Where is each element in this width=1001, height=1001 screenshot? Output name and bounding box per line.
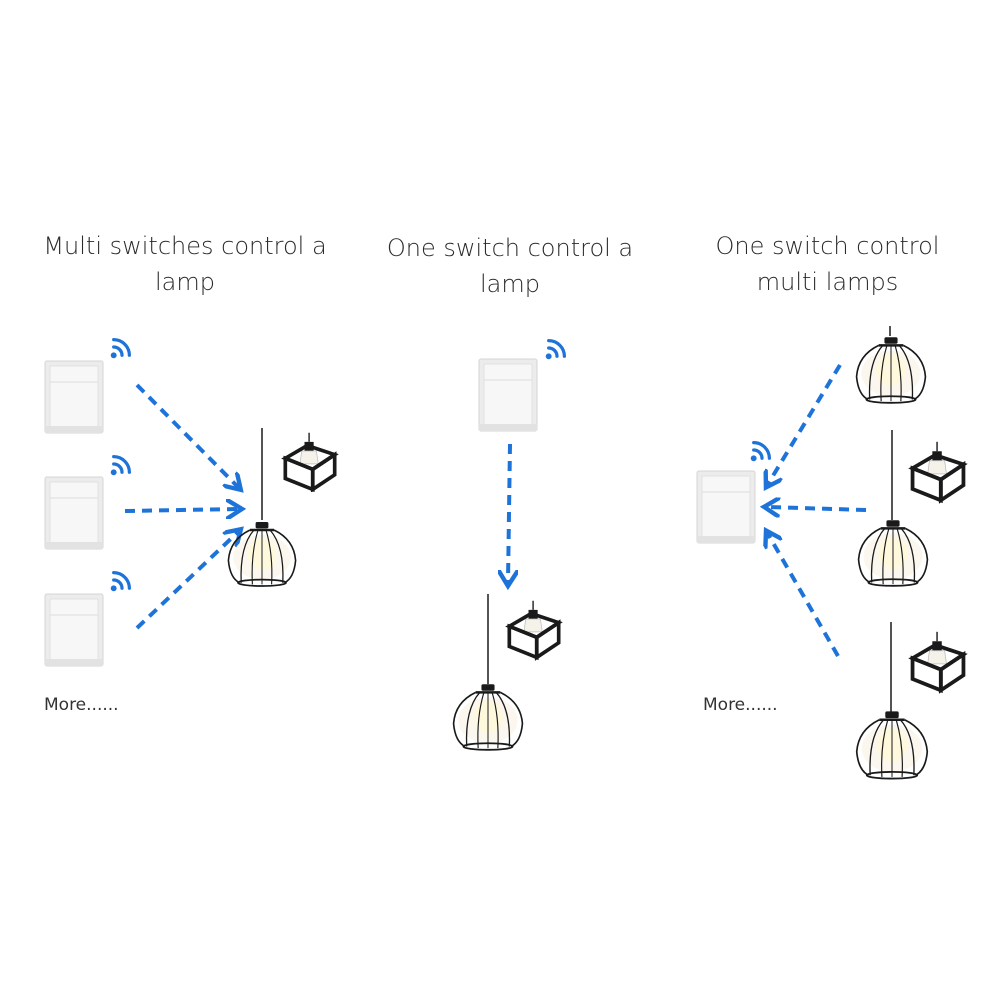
dashed-arrow: [135, 383, 238, 487]
wifi-signal-icon: [750, 441, 772, 462]
cage-pendant-lamp-icon: [227, 520, 297, 588]
wall-switch-icon: [696, 470, 756, 544]
dashed-arrow: [135, 532, 238, 630]
cage-pendant-lamp-icon: [855, 335, 927, 405]
cube-pendant-lamp-icon: [283, 432, 337, 492]
wifi-signal-icon: [545, 339, 567, 360]
panel-1-more-label: More......: [44, 695, 119, 715]
panel-3-more-label: More......: [703, 695, 778, 715]
cage-pendant-lamp-icon: [452, 682, 524, 752]
wifi-signal-icon: [110, 570, 131, 592]
dashed-arrow: [768, 363, 842, 484]
wall-switch-icon: [44, 476, 104, 550]
cube-pendant-lamp-icon: [913, 442, 964, 500]
cube-pendant-lamp-icon: [913, 632, 964, 690]
wifi-signal-icon: [110, 338, 131, 359]
panel-2: [452, 339, 567, 752]
dashed-arrow: [768, 507, 867, 510]
wifi-signal-icon: [110, 455, 131, 476]
dashed-arrow: [508, 443, 510, 582]
dashed-arrow: [124, 509, 238, 511]
panel-2-title: One switch control a lamp: [386, 234, 634, 298]
panel-1: [44, 338, 337, 667]
cage-pendant-lamp-icon: [855, 710, 929, 780]
wall-switch-icon: [478, 358, 538, 432]
cube-pendant-lamp-icon: [509, 601, 558, 658]
panel-3: [696, 326, 964, 780]
wall-switch-icon: [44, 593, 104, 667]
wall-switch-icon: [44, 360, 104, 434]
panel-1-title: Multi switches control a lamp: [43, 232, 327, 296]
dashed-arrow: [768, 534, 840, 657]
cage-pendant-lamp-icon: [857, 518, 929, 588]
panel-3-title: One switch control multi lamps: [715, 232, 940, 296]
